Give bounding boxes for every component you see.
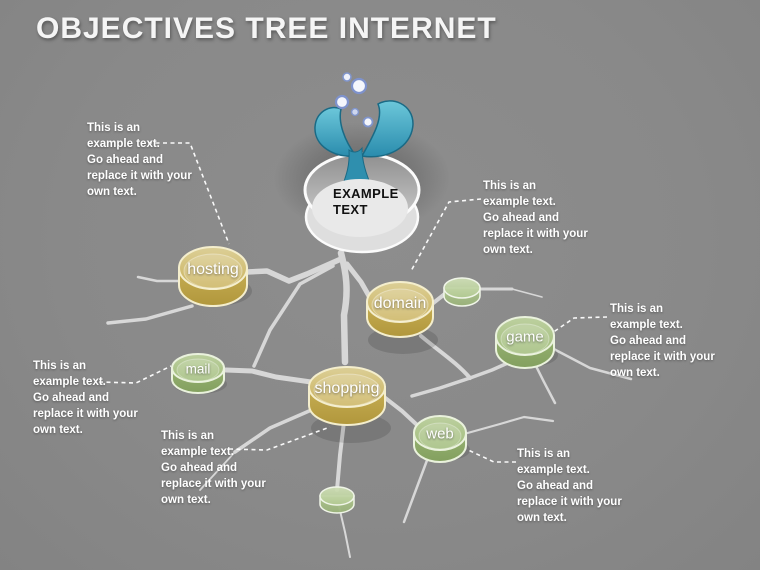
leader-web: [465, 448, 516, 463]
root-shopping-downleft-tip: [199, 451, 236, 491]
annotation-note-topright: This is an example text. Go ahead and re…: [483, 180, 588, 256]
pot-face: [312, 179, 408, 237]
root-domain: [344, 261, 372, 299]
leader-lines: [98, 142, 608, 463]
node-label-shopping: shopping: [314, 380, 380, 397]
node-game: [495, 316, 558, 369]
annotation-note-left: This is an example text. Go ahead and re…: [33, 360, 138, 436]
node-label-hosting: hosting: [187, 261, 239, 278]
node-domain: [366, 281, 438, 354]
node-web: [413, 415, 470, 463]
pot: [303, 100, 421, 254]
root-domain-down: [419, 334, 472, 380]
node-label-domain: domain: [373, 295, 427, 312]
page-title: OBJECTIVES TREE INTERNET: [36, 12, 497, 45]
bubbles-icon: [334, 72, 374, 128]
node-label-game: game: [506, 328, 544, 346]
annotation-note-bottomright: This is an example text. Go ahead and re…: [517, 448, 622, 524]
root-hosting: [244, 256, 344, 284]
leaf-left-icon: [314, 106, 358, 157]
root-junction-shopping: [410, 376, 472, 398]
leaf-right-icon: [360, 100, 414, 158]
node-mail: [171, 353, 227, 394]
annotation-note-bottomcenter: This is an example text. Go ahead and re…: [161, 430, 266, 506]
node-cylinder-small: [319, 486, 355, 514]
pot-label: EXAMPLE TEXT: [333, 186, 399, 217]
leader-shopping: [228, 426, 331, 451]
leader-game: [551, 316, 608, 334]
root-shopping-web: [382, 395, 418, 426]
node-shopping: [308, 366, 391, 443]
node-hosting: [178, 246, 252, 307]
leader-hosting: [148, 142, 230, 245]
node-cylinder-small: [443, 277, 481, 307]
root-trunk-mail: [252, 264, 335, 368]
root-hosting-tail: [106, 304, 194, 325]
node-label-mail: mail: [185, 361, 211, 377]
root-web-right: [462, 415, 555, 436]
annotation-note-topleft: This is an example text. Go ahead and re…: [87, 122, 192, 198]
annotation-note-right: This is an example text. Go ahead and re…: [610, 303, 715, 379]
root-hosting-tip-left: [136, 275, 181, 283]
root-shopping-mail: [223, 367, 314, 385]
root-shopping-downleft: [233, 406, 318, 454]
root-trunk: [337, 249, 350, 366]
leader-domain: [410, 198, 482, 272]
root-smallgreen-tip: [511, 288, 543, 298]
leader-mail: [98, 365, 172, 384]
root-game-right: [546, 344, 633, 381]
node-label-web: web: [426, 425, 454, 443]
